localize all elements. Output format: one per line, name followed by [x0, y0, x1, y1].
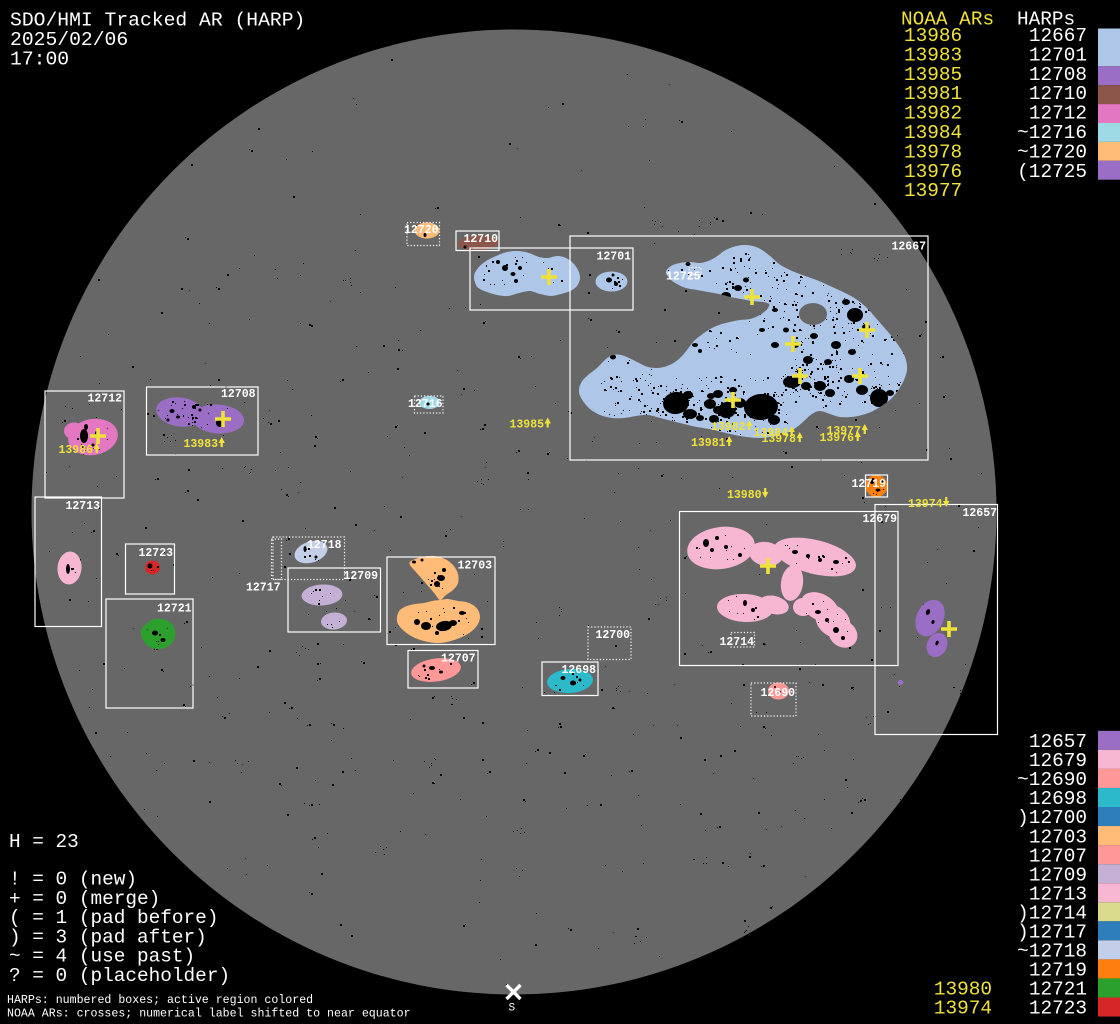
svg-text:12657: 12657 — [962, 507, 997, 520]
svg-text:12700: 12700 — [595, 629, 630, 642]
svg-text:12723: 12723 — [1029, 998, 1087, 1020]
svg-text:13983: 13983 — [184, 438, 219, 451]
svg-text:HARPs: HARPs — [1017, 9, 1075, 31]
svg-text:12713: 12713 — [1029, 883, 1087, 905]
svg-text:13982: 13982 — [904, 103, 962, 125]
svg-text:12718: 12718 — [307, 539, 342, 552]
svg-text:12712: 12712 — [1029, 103, 1087, 125]
svg-text:13985: 13985 — [510, 419, 545, 432]
svg-text:? = 0 (placeholder): ? = 0 (placeholder) — [9, 965, 230, 987]
svg-text:12719: 12719 — [851, 478, 886, 491]
svg-text:12717: 12717 — [246, 582, 281, 595]
svg-text:+ = 0 (merge): + = 0 (merge) — [9, 888, 160, 910]
svg-text:12719: 12719 — [1029, 960, 1087, 982]
svg-text:~12716: ~12716 — [1017, 122, 1087, 144]
svg-text:13981: 13981 — [691, 437, 726, 450]
svg-text:H = 23: H = 23 — [9, 831, 79, 853]
svg-text:12657: 12657 — [1029, 731, 1087, 753]
svg-text:~ = 4 (use past): ~ = 4 (use past) — [9, 946, 195, 968]
svg-text:~12690: ~12690 — [1017, 769, 1087, 791]
svg-text:13984: 13984 — [754, 427, 789, 440]
svg-text:12679: 12679 — [1029, 750, 1087, 772]
svg-text:17:00: 17:00 — [10, 49, 69, 71]
svg-text:13978: 13978 — [762, 433, 797, 446]
svg-text:12712: 12712 — [87, 393, 122, 406]
svg-text:12701: 12701 — [596, 251, 631, 264]
svg-text:2025/02/06: 2025/02/06 — [10, 29, 128, 51]
svg-text:12708: 12708 — [221, 388, 256, 401]
svg-text:12698: 12698 — [561, 664, 596, 677]
svg-text:HARPs: numbered boxes; active: HARPs: numbered boxes; active region col… — [7, 994, 313, 1007]
svg-text:13983: 13983 — [904, 44, 962, 66]
svg-text:12709: 12709 — [1029, 864, 1087, 886]
svg-text:12709: 12709 — [343, 570, 378, 583]
svg-text:13986: 13986 — [904, 25, 962, 47]
svg-text:13977: 13977 — [904, 180, 962, 202]
svg-text:! = 0 (new): ! = 0 (new) — [9, 869, 137, 891]
svg-text:12690: 12690 — [760, 687, 795, 700]
svg-text:SDO/HMI Tracked AR (HARP): SDO/HMI Tracked AR (HARP) — [10, 10, 305, 32]
svg-text:12721: 12721 — [1029, 979, 1087, 1001]
svg-text:13980: 13980 — [934, 979, 992, 1001]
svg-text:13976: 13976 — [820, 432, 855, 445]
svg-text:12720: 12720 — [404, 224, 439, 237]
svg-text:13976: 13976 — [904, 161, 962, 183]
svg-text:NOAA ARs: crosses; numerical l: NOAA ARs: crosses; numerical label shift… — [7, 1008, 411, 1021]
svg-text:12723: 12723 — [138, 547, 173, 560]
svg-text:~12718: ~12718 — [1017, 941, 1087, 963]
svg-text:(12725: (12725 — [1017, 161, 1087, 183]
svg-text:S: S — [509, 1003, 516, 1015]
svg-text:)12714: )12714 — [1017, 902, 1087, 924]
svg-text:)12700: )12700 — [1017, 807, 1087, 829]
svg-text:12707: 12707 — [1029, 845, 1087, 867]
svg-text:13980: 13980 — [727, 489, 762, 502]
svg-text:13974: 13974 — [934, 998, 992, 1020]
svg-text:( = 1 (pad before): ( = 1 (pad before) — [9, 907, 218, 929]
svg-text:12713: 12713 — [65, 500, 100, 513]
svg-text:12679: 12679 — [862, 513, 897, 526]
svg-text:12703: 12703 — [1029, 826, 1087, 848]
svg-text:13985: 13985 — [904, 64, 962, 86]
svg-text:12725: 12725 — [666, 271, 701, 284]
svg-text:13981: 13981 — [904, 83, 962, 105]
svg-text:12698: 12698 — [1029, 788, 1087, 810]
svg-text:NOAA ARs: NOAA ARs — [901, 9, 994, 31]
svg-text:13974: 13974 — [908, 498, 943, 511]
svg-text:12667: 12667 — [891, 241, 926, 254]
svg-text:~12720: ~12720 — [1017, 141, 1087, 163]
svg-text:12714: 12714 — [719, 636, 754, 649]
svg-text:12701: 12701 — [1029, 44, 1087, 66]
svg-text:13986: 13986 — [59, 444, 94, 457]
svg-text:12707: 12707 — [441, 653, 476, 666]
svg-text:12708: 12708 — [1029, 64, 1087, 86]
svg-text:12667: 12667 — [1029, 25, 1087, 47]
svg-text:12710: 12710 — [1029, 83, 1087, 105]
svg-text:12703: 12703 — [457, 560, 492, 573]
svg-text:12710: 12710 — [463, 233, 498, 246]
svg-text:)12717: )12717 — [1017, 922, 1087, 944]
svg-text:13978: 13978 — [904, 141, 962, 163]
svg-text:13984: 13984 — [904, 122, 962, 144]
svg-text:13977: 13977 — [827, 425, 862, 438]
svg-text:12716: 12716 — [408, 398, 443, 411]
svg-text:12721: 12721 — [157, 603, 192, 616]
svg-text:13982: 13982 — [711, 421, 746, 434]
svg-text:) = 3 (pad after): ) = 3 (pad after) — [9, 926, 207, 948]
